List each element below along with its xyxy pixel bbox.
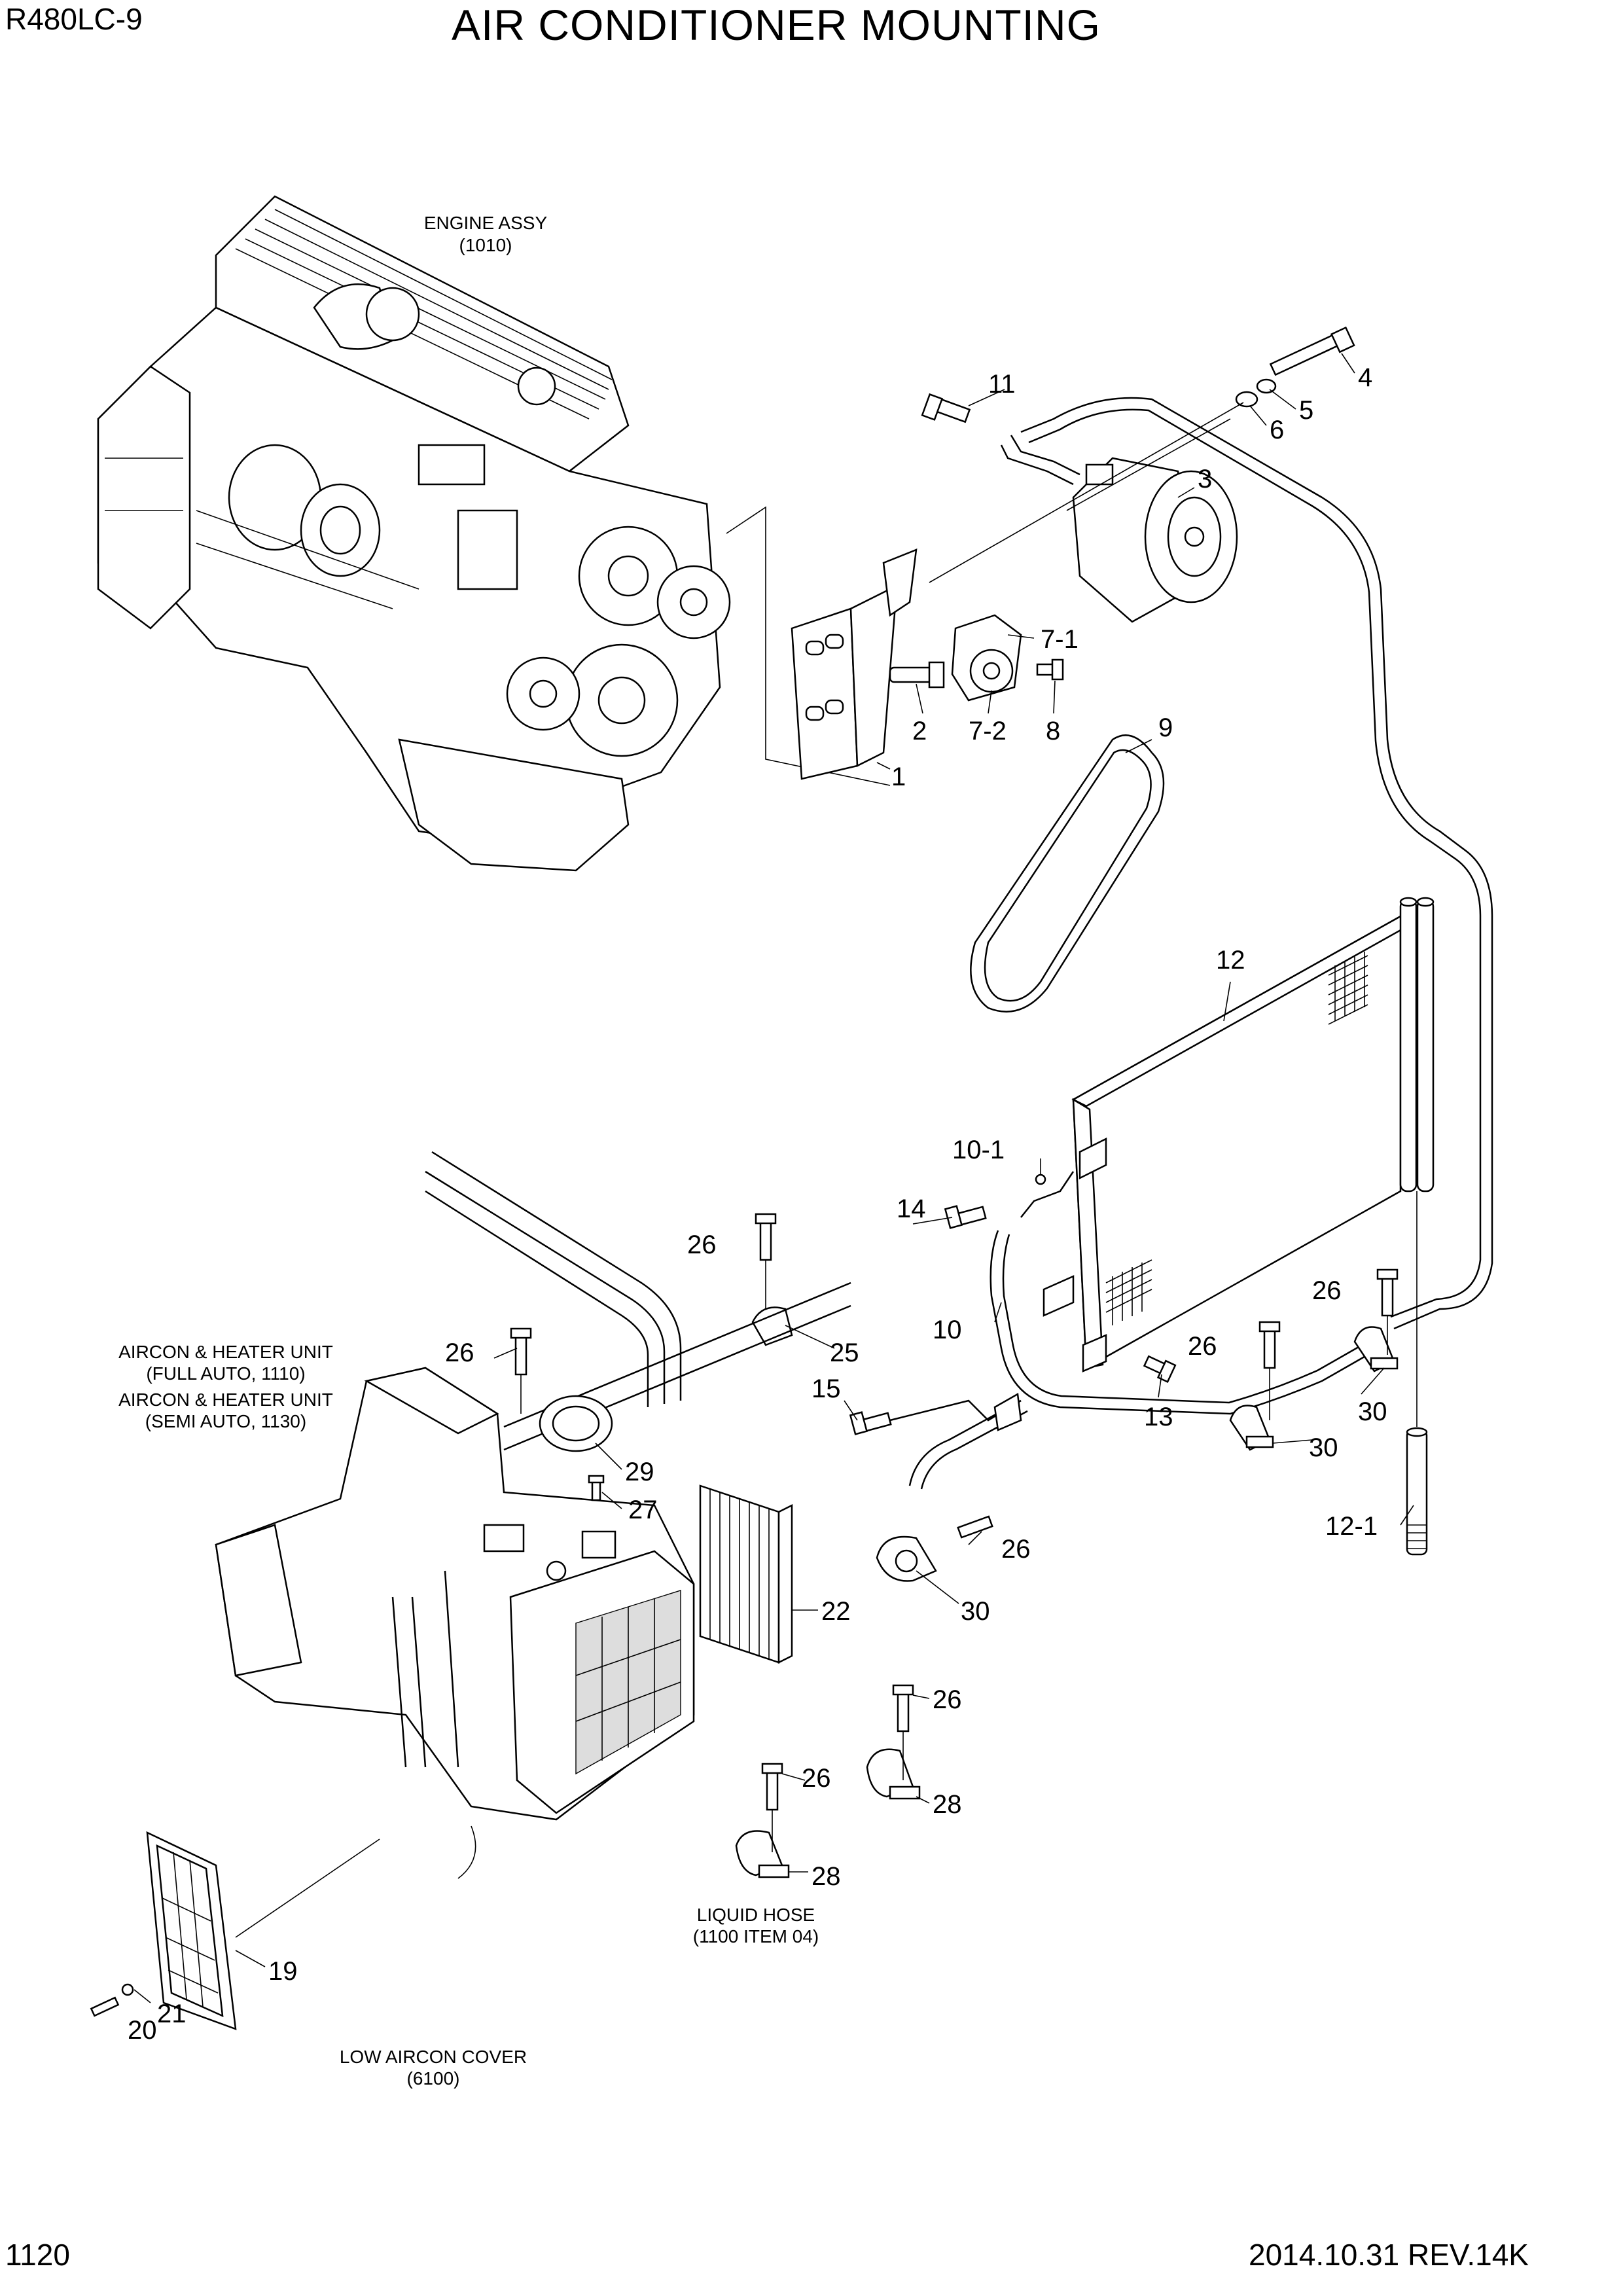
bolt-13 (1143, 1355, 1177, 1383)
callout-29: 29 (625, 1458, 654, 1486)
low-cover-note-line1: LOW AIRCON COVER (340, 2047, 527, 2067)
callout-7-2: 7-2 (969, 717, 1007, 745)
washer-6 (1235, 391, 1258, 408)
callout-12-1: 12-1 (1325, 1512, 1378, 1541)
engine-assembly (97, 195, 731, 872)
bolt-15 (849, 1411, 892, 1435)
callout-10: 10 (933, 1316, 962, 1344)
duct-pipes (425, 1151, 851, 1451)
callout-4: 4 (1358, 363, 1372, 392)
receiver-drier (1406, 1191, 1428, 1556)
callout-28-a: 28 (933, 1790, 962, 1819)
grommet-29 (539, 1395, 613, 1452)
aircon-note-line4: (SEMI AUTO, 1130) (145, 1411, 306, 1431)
callout-19: 19 (268, 1957, 298, 1986)
callout-21: 21 (157, 2000, 187, 2028)
callout-26-e: 26 (1001, 1535, 1031, 1564)
bolt-4 (1269, 326, 1355, 376)
low-cover-note-line2: (6100) (407, 2068, 460, 2089)
idler-pulley-bracket (951, 614, 1022, 702)
bolt-2 (889, 661, 945, 689)
revision-date: 2014.10.31 REV.14K (1249, 2238, 1529, 2272)
aircon-note-line1: AIRCON & HEATER UNIT (118, 1342, 333, 1362)
v-belt (970, 734, 1165, 1013)
callout-26-g: 26 (802, 1764, 831, 1793)
leader-lines (134, 353, 1414, 2003)
bolt-8 (1036, 658, 1064, 681)
bolt-26-group (510, 1213, 1399, 1811)
callout-2: 2 (912, 717, 927, 745)
clamp-30-b (1229, 1405, 1274, 1451)
callout-12: 12 (1216, 946, 1245, 975)
callout-26-a: 26 (687, 1230, 717, 1259)
callout-15: 15 (812, 1374, 841, 1403)
liquid-hose-note-line2: (1100 ITEM 04) (693, 1926, 819, 1946)
air-filter (699, 1484, 793, 1664)
page-number: 1120 (5, 2238, 70, 2272)
engine-assy-note-line1: ENGINE ASSY (424, 213, 548, 233)
aircon-note-line2: (FULL AUTO, 1110) (146, 1363, 305, 1384)
callout-3: 3 (1198, 465, 1212, 493)
washer-5 (1256, 378, 1277, 394)
liquid-hose-note-line1: LIQUID HOSE (697, 1905, 815, 1925)
callout-20: 20 (128, 2016, 157, 2045)
callout-30-a: 30 (1358, 1397, 1387, 1426)
clamp-28-b (735, 1830, 790, 1878)
page-title: AIR CONDITIONER MOUNTING (452, 1, 1101, 49)
callout-10-1: 10-1 (952, 1136, 1005, 1164)
bolt-11 (921, 393, 971, 423)
clamp-30-a (1353, 1326, 1399, 1372)
callout-9: 9 (1158, 713, 1173, 742)
condenser (1043, 897, 1435, 1372)
model-number: R480LC-9 (5, 2, 143, 36)
callout-26-f: 26 (933, 1685, 962, 1714)
engine-assy-note-line2: (1010) (459, 235, 512, 255)
callout-26-b: 26 (445, 1338, 474, 1367)
clamp-30-c (876, 1535, 937, 1582)
callout-30-b: 30 (1309, 1433, 1338, 1462)
clamp-25 (751, 1306, 793, 1346)
callout-22: 22 (821, 1597, 851, 1626)
callout-27: 27 (628, 1496, 658, 1524)
callout-8: 8 (1046, 717, 1060, 745)
clamp-28-a (866, 1748, 921, 1800)
callout-26-c: 26 (1188, 1332, 1217, 1361)
low-aircon-cover (146, 1831, 237, 2030)
callout-30-c: 30 (961, 1597, 990, 1626)
callout-7-1: 7-1 (1041, 625, 1079, 654)
screw-27 (588, 1475, 605, 1501)
callout-1: 1 (891, 762, 906, 791)
callout-25: 25 (830, 1338, 859, 1367)
callout-13: 13 (1144, 1403, 1173, 1431)
compressor-bracket (791, 548, 918, 780)
callout-5: 5 (1299, 396, 1313, 425)
callout-6: 6 (1270, 416, 1284, 444)
callout-11: 11 (988, 370, 1016, 399)
aircon-heater-unit (215, 1367, 695, 1821)
compressor (1072, 457, 1238, 623)
callout-14: 14 (897, 1194, 926, 1223)
aircon-note-line3: AIRCON & HEATER UNIT (118, 1390, 333, 1410)
callout-26-d: 26 (1312, 1276, 1342, 1305)
screw-20-21 (90, 1983, 134, 2017)
callout-28-b: 28 (812, 1862, 841, 1891)
